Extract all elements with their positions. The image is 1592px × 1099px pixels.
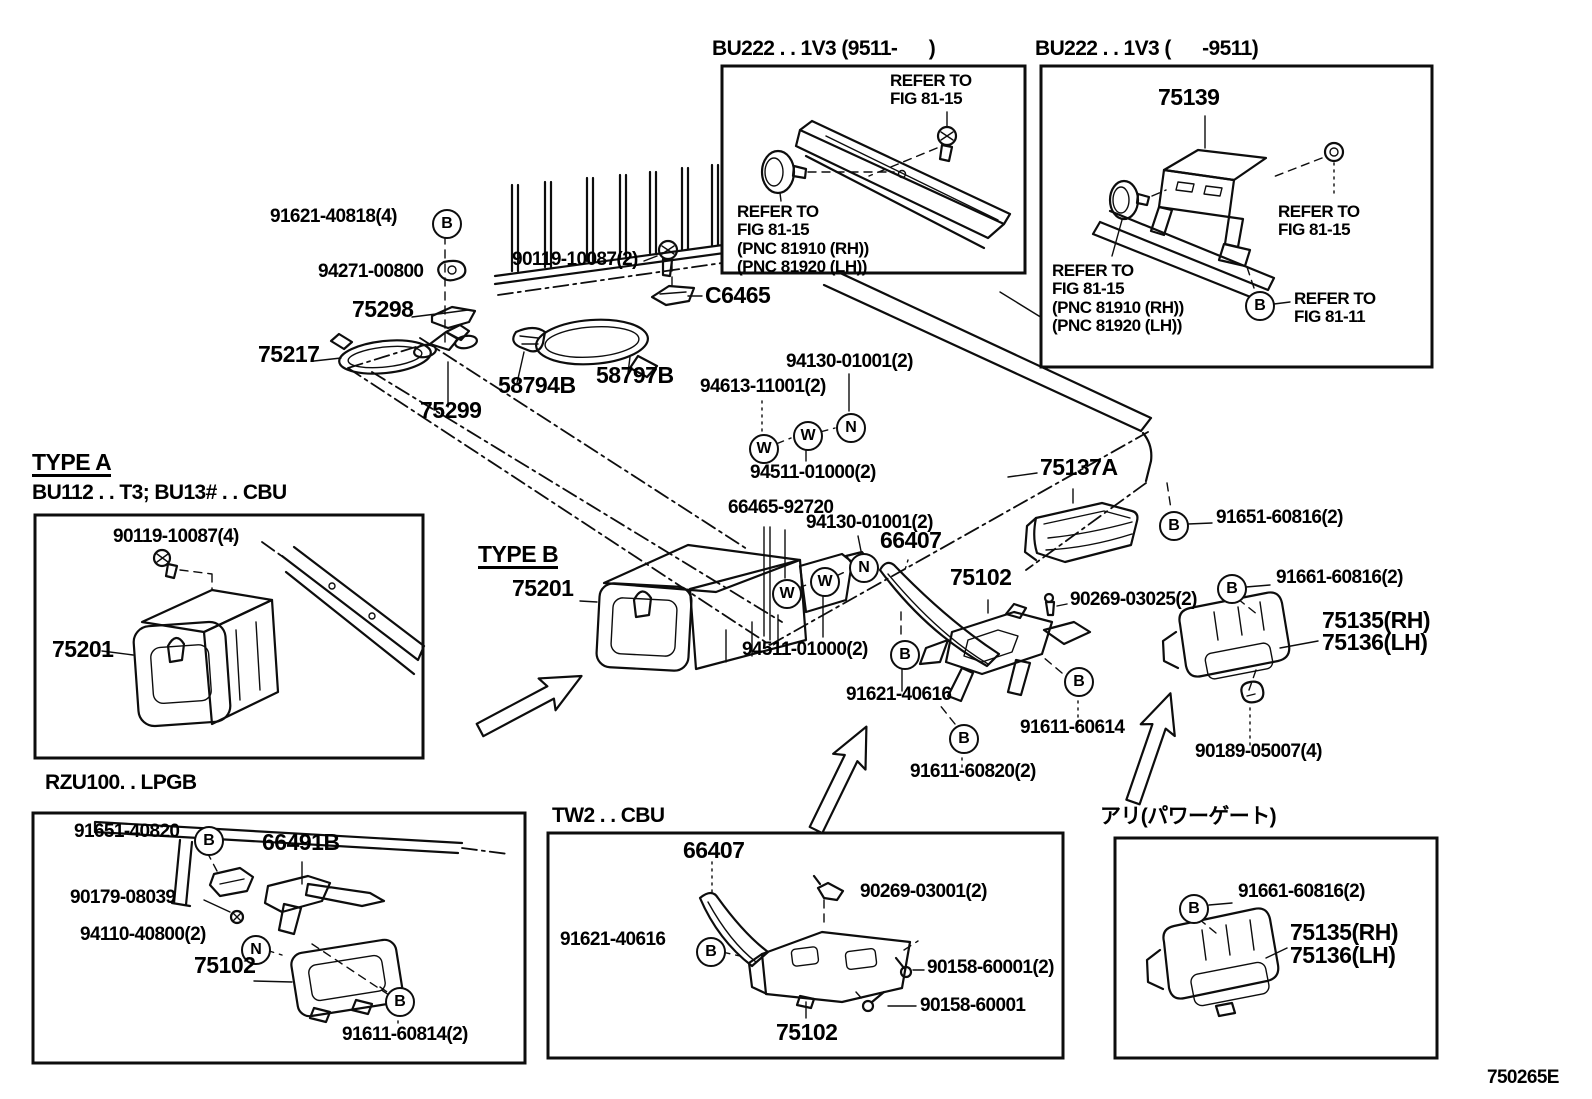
part-number-94110-40800: 94110-40800(2) (80, 924, 206, 945)
type-b-heading: TYPE B (478, 542, 559, 570)
callout-b-91621-40616-tw2: B (696, 937, 726, 967)
inset-box-rzu100 (31, 811, 527, 1065)
rzu100-interior (93, 820, 509, 1025)
type-a-heading: TYPE A (32, 450, 112, 478)
part-number-75201-main: 75201 (512, 575, 574, 601)
part-number-90158-60001-2: 90158-60001(2) (927, 957, 1054, 978)
part-number-75136-pg: 75136(LH) (1290, 942, 1396, 968)
type-a-models: BU112 . . T3; BU13# . . CBU (32, 481, 287, 504)
detail-arrows (475, 674, 1176, 835)
inset-box-type-a (33, 513, 425, 760)
refer-fig-81-15-bolt: REFER TO FIG 81-15 (890, 71, 972, 109)
leader-lines (313, 235, 1319, 770)
part-number-90189-05007: 90189-05007(4) (1195, 741, 1322, 762)
refer-fig-81-11: REFER TO FIG 81-11 (1294, 289, 1376, 327)
part-number-90158-60001: 90158-60001 (920, 995, 1026, 1016)
part-number-75102-rzu: 75102 (194, 952, 256, 978)
bracket-75102-main (918, 602, 1092, 703)
part-number-94511-upper: 94511-01000(2) (750, 462, 876, 483)
part-number-c6465: C6465 (705, 282, 771, 308)
part-number-58797b: 58797B (596, 362, 674, 388)
part-number-91651-60816: 91651-60816(2) (1216, 507, 1343, 528)
tw2-heading: TW2 . . CBU (552, 804, 665, 827)
part-number-91621-40818: 91621-40818(4) (270, 206, 397, 227)
part-number-75137a: 75137A (1040, 454, 1118, 480)
callout-b-91621-40616-main: B (890, 640, 920, 670)
callout-b-91611-60820: B (949, 724, 979, 754)
type-a-interior (101, 541, 426, 728)
callout-n-lower: N (849, 553, 879, 583)
powergate-interior (1145, 902, 1288, 1018)
diagram-code: 750265E (1487, 1067, 1559, 1088)
part-number-91611-60820: 91611-60820(2) (910, 761, 1036, 782)
bu222-old-title: BU222 . . 1V3 ( -9511) (1035, 37, 1259, 60)
inset-box-tw2 (546, 831, 1065, 1060)
part-number-91651-40820: 91651-40820 (74, 821, 180, 842)
part-number-75135-pg: 75135(RH) (1290, 919, 1399, 945)
part-number-66407-main: 66407 (880, 527, 942, 553)
part-number-90269-03025: 90269-03025(2) (1070, 589, 1197, 610)
callout-w-upper-2: W (793, 421, 823, 451)
callout-b-refer-fig-81-11: B (1245, 291, 1275, 321)
callout-n-94110: N (241, 935, 271, 965)
part-number-91621-40616-main: 91621-40616 (846, 684, 952, 705)
callout-n-upper: N (836, 413, 866, 443)
stay-66407-main (878, 561, 1001, 668)
inset-box-bu222-new (720, 64, 1027, 275)
part-number-66465: 66465-92720 (728, 497, 834, 518)
part-number-91611-60614: 91611-60614 (1020, 717, 1125, 738)
bracket-75135-main (1161, 591, 1291, 704)
part-number-75217: 75217 (258, 341, 320, 367)
part-number-75102-tw2: 75102 (776, 1019, 838, 1045)
clamp-and-ring-parts (329, 239, 696, 379)
part-number-90119-10087-2: 90119-10087(2) (512, 249, 638, 270)
lamp-75137A (1023, 501, 1139, 564)
callout-w-lower-1: W (772, 579, 802, 609)
part-number-94271-00800: 94271-00800 (318, 261, 424, 282)
part-number-75139: 75139 (1158, 84, 1220, 110)
bu222-new-title: BU222 . . 1V3 (9511- ) (712, 37, 936, 60)
part-number-91661-60816-pg: 91661-60816(2) (1238, 881, 1365, 902)
callout-b-91651-40820: B (194, 826, 224, 856)
refer-fig-81-15-pnc-right: REFER TO FIG 81-15 (PNC 81910 (RH)) (PNC… (1052, 261, 1184, 336)
powergate-heading: アリ(パワーゲート) (1100, 805, 1277, 828)
part-number-66407-tw2: 66407 (683, 837, 745, 863)
rzu100-heading: RZU100. . LPGB (45, 771, 197, 794)
tw2-interior (698, 861, 925, 1019)
part-number-66491b: 66491B (262, 829, 340, 855)
callout-w-upper-1: W (749, 434, 779, 464)
part-number-91621-40616-tw2: 91621-40616 (560, 929, 666, 950)
part-number-75102-main: 75102 (950, 564, 1012, 590)
part-number-90119-10087-4: 90119-10087(4) (113, 526, 239, 547)
part-number-75299: 75299 (420, 397, 482, 423)
part-number-94511-lower: 94511-01000(2) (742, 639, 868, 660)
bu222-old-interior (1091, 115, 1345, 305)
part-number-94130-upper: 94130-01001(2) (786, 351, 913, 372)
part-number-90179-08039: 90179-08039 (70, 887, 176, 908)
license-lamp-75201-type-b (595, 543, 870, 672)
callout-b-91661-60816-main: B (1217, 574, 1247, 604)
part-number-91661-60816-main: 91661-60816(2) (1276, 567, 1403, 588)
part-number-75298: 75298 (352, 296, 414, 322)
callout-b-91621-40818: B (432, 209, 462, 239)
refer-fig-81-15-pnc-mid: REFER TO FIG 81-15 (PNC 81910 (RH)) (PNC… (737, 202, 869, 277)
part-number-94613: 94613-11001(2) (700, 376, 826, 397)
callout-b-91661-60816-pg: B (1179, 894, 1209, 924)
screw-90269-main (1043, 592, 1056, 617)
refer-fig-81-15-nut: REFER TO FIG 81-15 (1278, 202, 1360, 240)
part-number-94130-lower: 94130-01001(2) (806, 512, 933, 533)
part-number-75135-main: 75135(RH) (1322, 607, 1431, 633)
part-number-90269-03001: 90269-03001(2) (860, 881, 987, 902)
callout-b-91651-60816: B (1159, 511, 1189, 541)
part-number-75136-main: 75136(LH) (1322, 629, 1428, 655)
bu222-new-interior (760, 111, 1012, 250)
callout-b-91611-60614: B (1064, 667, 1094, 697)
part-number-58794b: 58794B (498, 372, 576, 398)
inset-box-bu222-old (1039, 64, 1434, 369)
part-number-91611-60814: 91611-60814(2) (342, 1024, 468, 1045)
part-number-75201-type-a: 75201 (52, 636, 114, 662)
callout-w-lower-2: W (810, 567, 840, 597)
callout-b-91611-60814: B (385, 987, 415, 1017)
